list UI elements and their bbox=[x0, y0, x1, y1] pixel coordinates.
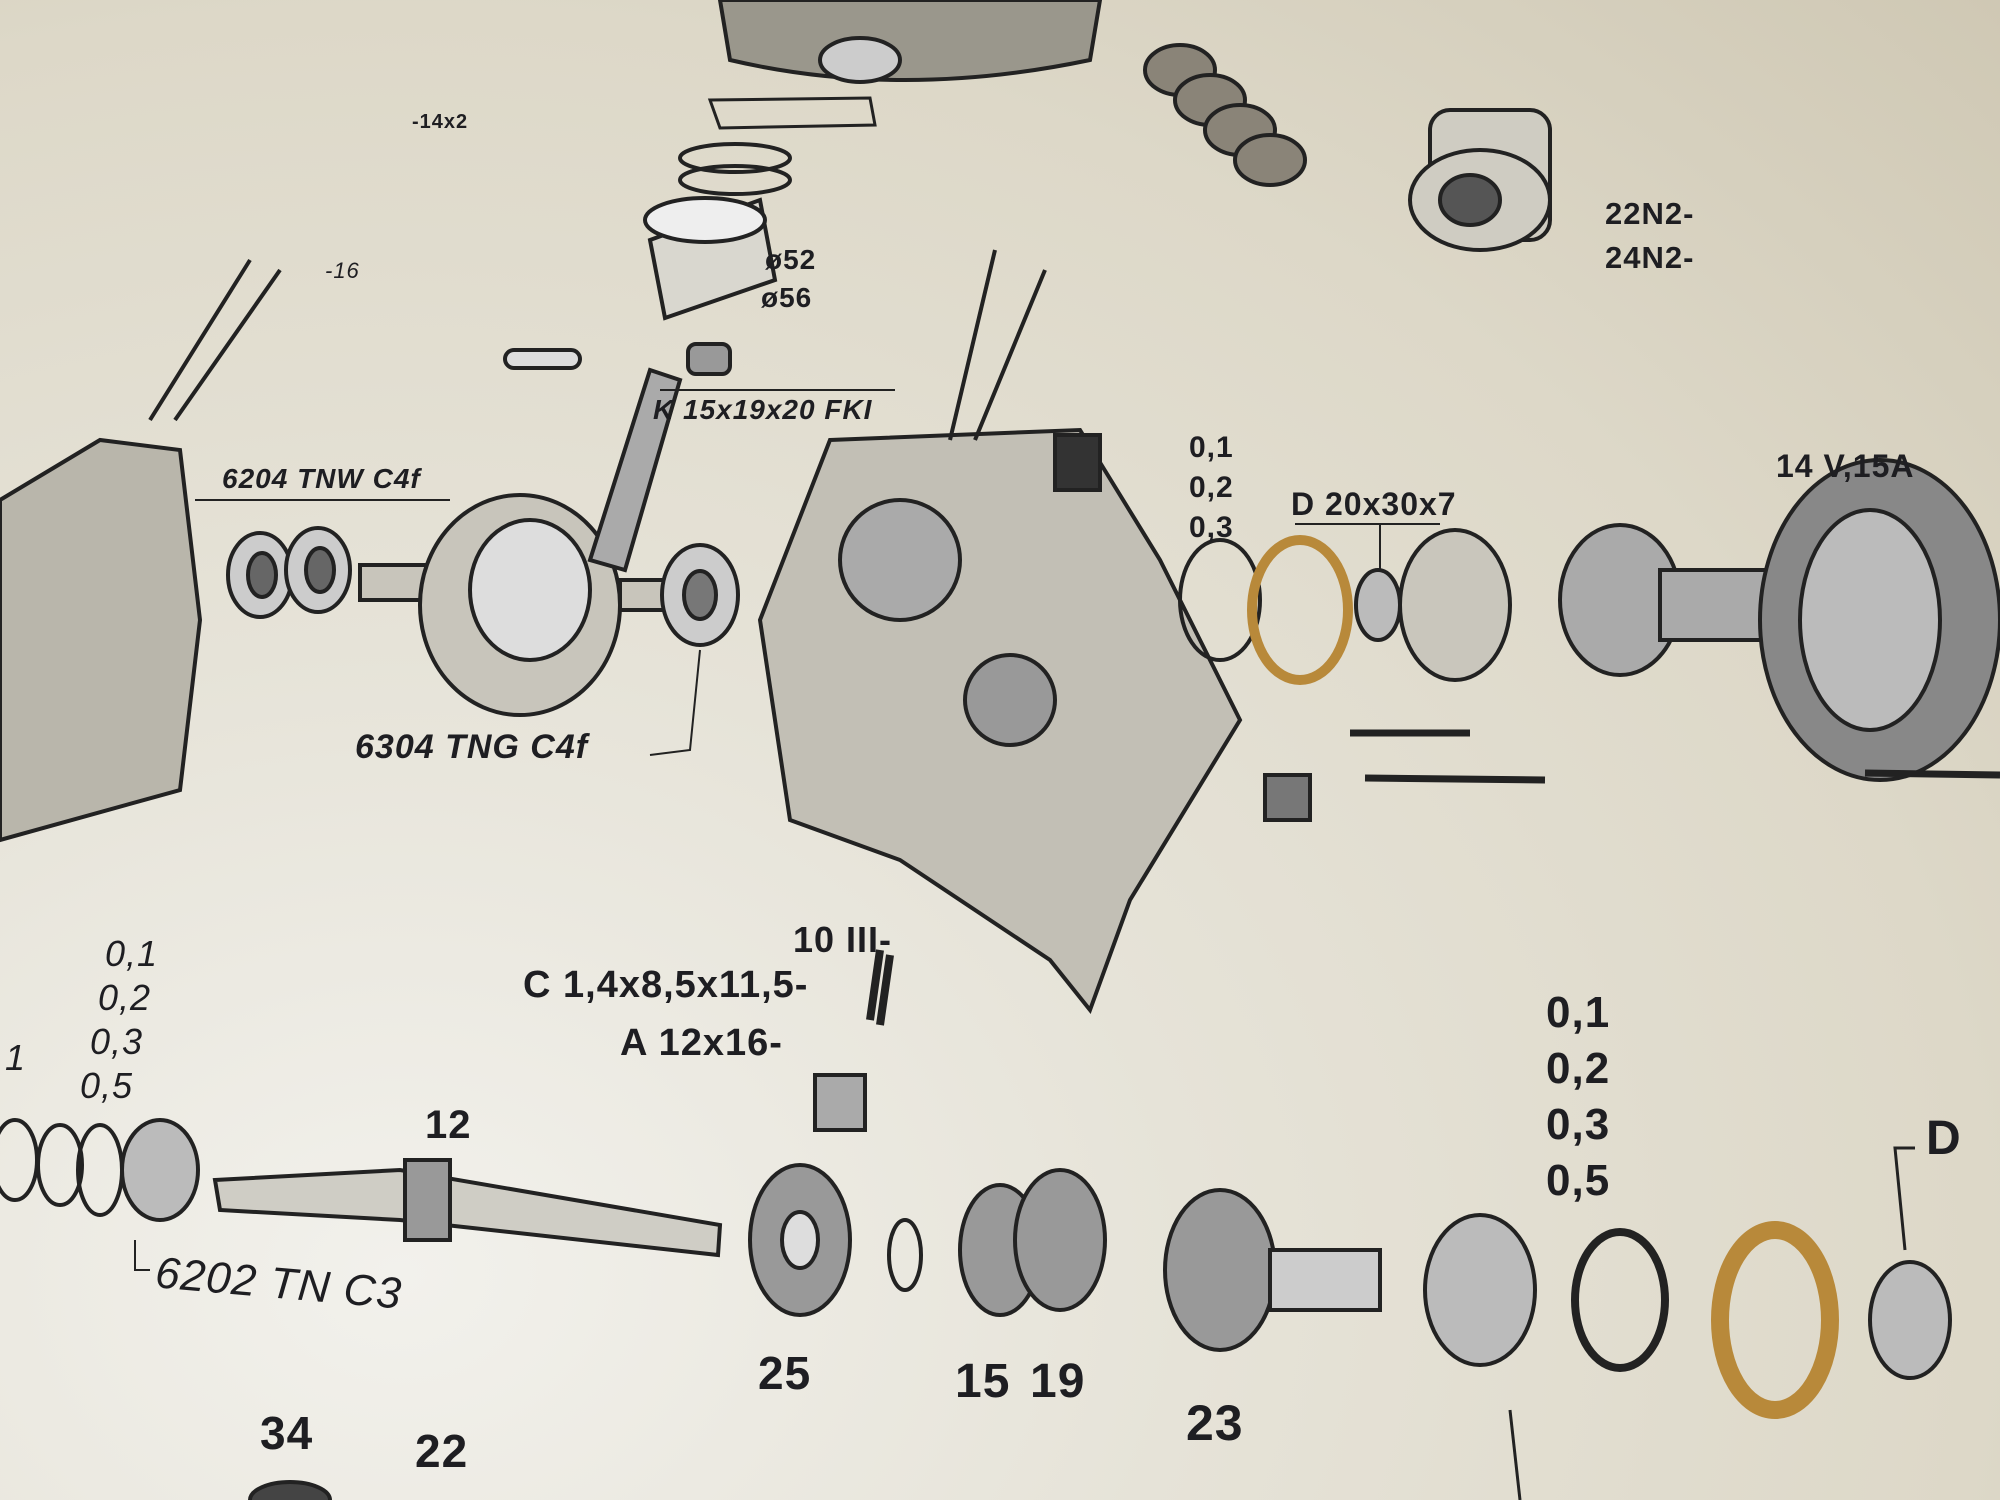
carburetor bbox=[1408, 108, 1552, 252]
label-carb-22: 22N2- bbox=[1605, 196, 1695, 231]
shim-label: 0,3 bbox=[1546, 1100, 1611, 1149]
gear-25 bbox=[748, 1163, 852, 1317]
bearing-6202 bbox=[120, 1118, 200, 1222]
bearing-6204 bbox=[226, 526, 352, 619]
label-shaft-12: 12 bbox=[425, 1103, 472, 1147]
label-seal-d-right: D bbox=[1926, 1112, 1962, 1165]
drain-plug bbox=[1263, 773, 1312, 822]
shim-label: 0,5 bbox=[80, 1065, 134, 1106]
crankshaft bbox=[358, 367, 683, 717]
left-crankcase bbox=[0, 258, 282, 843]
shim-ring-lower bbox=[1571, 1228, 1669, 1372]
shim-label: 0,5 bbox=[1546, 1156, 1611, 1205]
label-seal-d20: D 20x30x7 bbox=[1291, 486, 1457, 522]
circlip bbox=[887, 1218, 923, 1292]
oil-seal-d20 bbox=[1354, 568, 1402, 642]
needle-bearing bbox=[686, 342, 732, 376]
label-piston-56: ø56 bbox=[761, 282, 813, 313]
label-gear-15: 15 bbox=[955, 1355, 1011, 1408]
shim-label: 0,3 bbox=[90, 1021, 144, 1062]
shim-label: 0,1 bbox=[1546, 988, 1611, 1037]
alternator-stator bbox=[1758, 458, 2000, 782]
label-carb-24: 24N2- bbox=[1605, 240, 1695, 275]
shim-label: 0,1 bbox=[1189, 431, 1234, 464]
seal-d-leader bbox=[1893, 1146, 1915, 1251]
label-shim-bracket: 1 bbox=[5, 1037, 27, 1078]
piston-ring bbox=[678, 142, 792, 174]
label-gear-19: 19 bbox=[1030, 1355, 1086, 1408]
shims-top-labels: 0,1 0,2 0,3 bbox=[1189, 428, 1234, 548]
breather-plug bbox=[1053, 433, 1102, 492]
label-gear-23: 23 bbox=[1186, 1395, 1244, 1451]
cylinder-fins bbox=[717, 0, 1103, 84]
shim-label: 0,3 bbox=[1189, 511, 1234, 544]
label-alternator: 14 V,15A bbox=[1776, 448, 1915, 484]
bearing-lower-leader bbox=[1508, 1409, 1522, 1500]
label-bearing-6204: 6204 TNW C4f bbox=[222, 463, 421, 494]
shim-label: 0,2 bbox=[98, 977, 152, 1018]
head-gasket bbox=[707, 96, 877, 130]
label-bearing-6304: 6304 TNG C4f bbox=[355, 728, 589, 766]
shim-label: 0,1 bbox=[105, 933, 159, 974]
label-screw-14x2: -14x2 bbox=[412, 111, 469, 133]
alternator-rotor bbox=[1558, 523, 1782, 677]
piston-ring bbox=[678, 164, 792, 196]
label-piston-52: ø52 bbox=[765, 244, 817, 275]
bearing-6304-lower bbox=[1423, 1213, 1537, 1367]
label-screw-16: -16 bbox=[325, 258, 360, 283]
label-washer-a: A 12x16- bbox=[620, 1022, 783, 1064]
piston bbox=[643, 196, 778, 321]
seal-cover bbox=[1398, 528, 1512, 682]
oil-seal-lower bbox=[1868, 1260, 1952, 1380]
label-spring-c: C 1,4x8,5x11,5- bbox=[523, 964, 809, 1006]
gasket bbox=[1247, 535, 1353, 685]
gear-15-19 bbox=[958, 1168, 1107, 1317]
bolt bbox=[1364, 774, 1546, 784]
right-crankcase bbox=[757, 249, 1243, 1015]
gasket-lower bbox=[1711, 1221, 1839, 1419]
label-needle-bearing: K 15x19x20 FKI bbox=[653, 394, 873, 425]
intake-gaskets bbox=[1143, 43, 1307, 187]
gudgeon-pin bbox=[503, 348, 582, 370]
shim-ring bbox=[1178, 538, 1262, 662]
label-gear-25: 25 bbox=[758, 1347, 812, 1399]
bearing-6304-leader bbox=[649, 649, 701, 756]
shims-right-labels: 0,1 0,2 0,3 0,5 bbox=[1546, 985, 1610, 1209]
shim-stack-left bbox=[0, 1118, 124, 1217]
shims-left-labels: 0,1 0,2 0,3 0,5 bbox=[80, 932, 159, 1108]
bearing-6304 bbox=[660, 543, 740, 647]
shim-label: 0,2 bbox=[1546, 1044, 1611, 1093]
bearing-6202-leader bbox=[134, 1240, 150, 1271]
screw-plug bbox=[813, 1073, 867, 1132]
label-gear-22: 22 bbox=[415, 1425, 469, 1477]
bolt bbox=[1864, 769, 2000, 779]
shim-label: 0,2 bbox=[1189, 471, 1234, 504]
main-shaft bbox=[212, 1158, 723, 1258]
label-part-10: 10 III- bbox=[793, 919, 893, 960]
spring bbox=[866, 949, 894, 1026]
gear-23 bbox=[1163, 1188, 1382, 1352]
label-gear-34: 34 bbox=[260, 1407, 314, 1459]
gear-34 bbox=[248, 1480, 332, 1500]
